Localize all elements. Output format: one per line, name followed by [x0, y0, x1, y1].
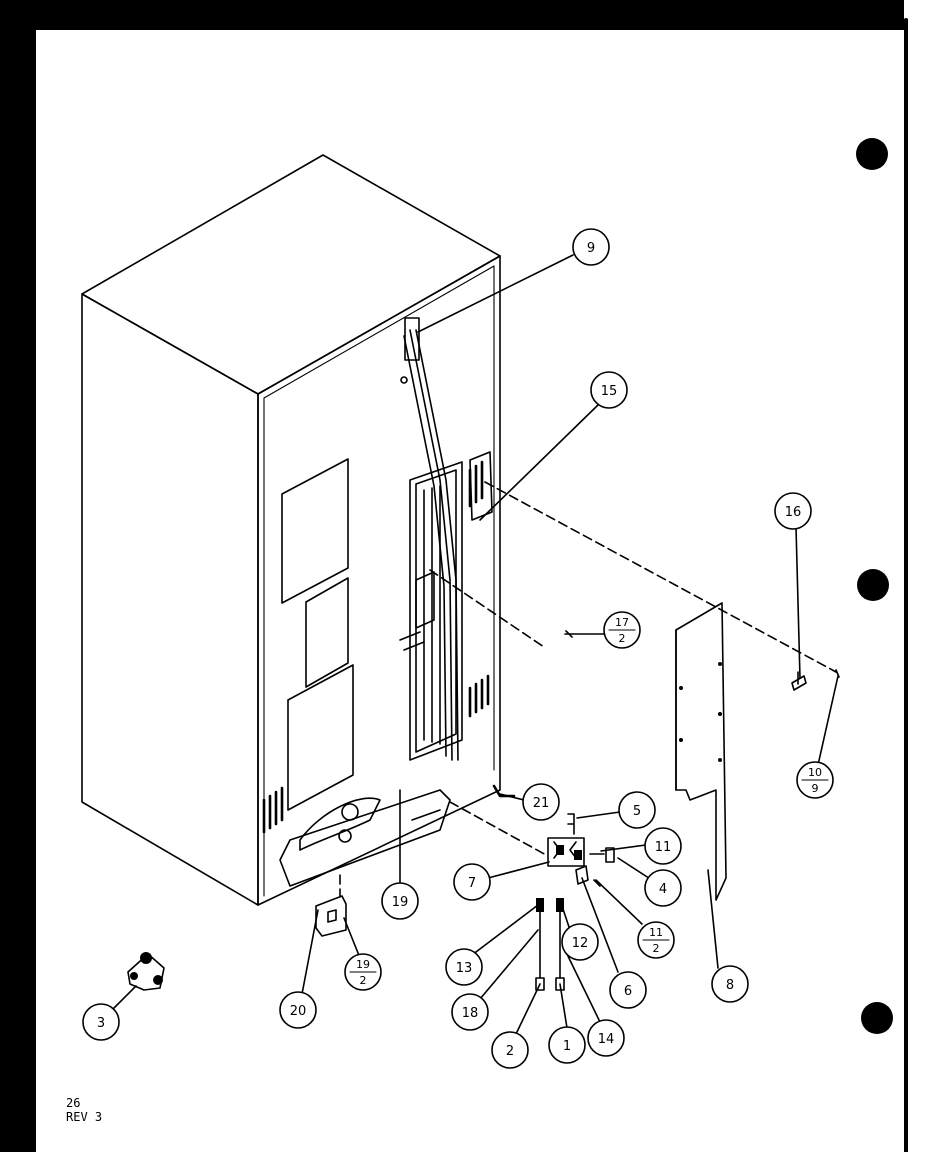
svg-text:15: 15: [601, 384, 618, 399]
svg-text:6: 6: [624, 984, 632, 999]
fittings: [535, 898, 565, 991]
svg-text:12: 12: [572, 936, 589, 951]
svg-text:13: 13: [456, 961, 473, 976]
callout-18: 18: [451, 993, 489, 1031]
side-label-middle: [305, 577, 349, 688]
callout-11: 11: [644, 827, 682, 865]
svg-text:19: 19: [356, 958, 370, 971]
svg-text:2: 2: [619, 632, 626, 645]
svg-text:11: 11: [649, 926, 663, 939]
side-label-top: [281, 458, 349, 604]
callout-6: 6: [609, 971, 647, 1009]
callout-21: 21: [522, 783, 560, 821]
svg-text:21: 21: [533, 796, 550, 811]
svg-text:2: 2: [653, 942, 660, 955]
callout-19-over-2: 19 2: [344, 953, 382, 991]
svg-text:9: 9: [587, 241, 595, 256]
callout-7: 7: [453, 863, 491, 901]
binder-hole-middle: [857, 569, 889, 601]
svg-text:10: 10: [808, 766, 822, 779]
callout-4: 4: [644, 869, 682, 907]
condenser-tubing: [279, 317, 493, 887]
svg-text:8: 8: [726, 978, 734, 993]
svg-text:14: 14: [598, 1032, 615, 1047]
svg-text:7: 7: [468, 876, 476, 891]
side-label-bottom: [287, 664, 354, 811]
svg-text:9: 9: [812, 782, 819, 795]
svg-text:20: 20: [290, 1004, 307, 1019]
svg-text:3: 3: [97, 1016, 105, 1031]
leader-lines: [113, 254, 839, 1035]
valve-part-3: [127, 952, 165, 991]
svg-text:2: 2: [506, 1044, 514, 1059]
svg-text:17: 17: [615, 616, 629, 629]
revision-label: REV 3: [66, 1110, 102, 1124]
binder-hole-bottom: [861, 1002, 893, 1034]
callout-1: 1: [548, 1026, 586, 1064]
callout-20: 20: [279, 991, 317, 1029]
callout-12: 12: [561, 923, 599, 961]
callout-16: 16: [774, 492, 812, 530]
callout-17-over-2: 17 2: [603, 611, 641, 649]
callout-3: 3: [82, 1003, 120, 1041]
callout-8: 8: [711, 965, 749, 1003]
bracket-5-part: [567, 813, 575, 835]
callout-2: 2: [491, 1031, 529, 1069]
callout-10-over-9: 10 9: [796, 761, 834, 799]
svg-text:4: 4: [659, 882, 667, 897]
svg-text:1: 1: [563, 1039, 571, 1054]
water-valve-assembly: [547, 837, 615, 887]
svg-text:16: 16: [785, 505, 802, 520]
svg-text:5: 5: [633, 804, 641, 819]
page-number: 26: [66, 1096, 80, 1110]
access-panel: [675, 602, 727, 901]
callout-11-over-2: 11 2: [637, 921, 675, 959]
svg-text:11: 11: [655, 840, 672, 855]
cabinet-back: [257, 255, 501, 906]
svg-text:2: 2: [360, 974, 367, 987]
leg-bracket: [315, 895, 347, 937]
callout-13: 13: [445, 948, 483, 986]
callout-19: 19: [381, 882, 419, 920]
svg-text:19: 19: [392, 895, 409, 910]
upper-fitting: [404, 317, 420, 361]
callout-15: 15: [590, 371, 628, 409]
callout-9: 9: [572, 228, 610, 266]
callout-14: 14: [587, 1019, 625, 1057]
binder-hole-top: [856, 138, 888, 170]
refrigerator-cabinet: [81, 154, 501, 906]
svg-text:18: 18: [462, 1006, 479, 1021]
callout-5: 5: [618, 791, 656, 829]
